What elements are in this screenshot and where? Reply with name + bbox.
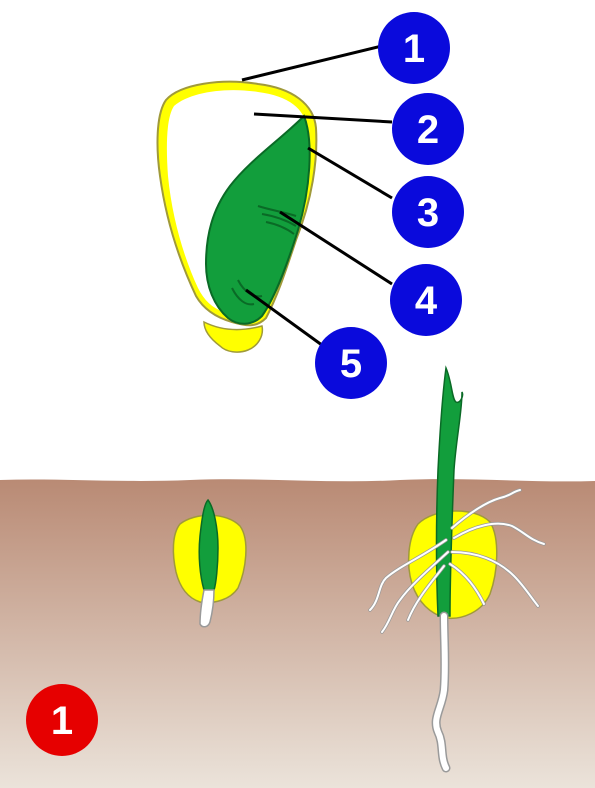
callout-label-1: 1 xyxy=(403,27,425,71)
seed-base xyxy=(204,322,262,352)
callout-badge-1: 1 xyxy=(378,12,450,84)
callout-label-5: 5 xyxy=(340,342,362,386)
callout-badge-3: 3 xyxy=(392,176,464,248)
step-badge-label: 1 xyxy=(51,699,73,743)
leader-line-4 xyxy=(280,212,392,284)
callout-label-4: 4 xyxy=(415,279,438,323)
leader-line-3 xyxy=(308,148,392,198)
callout-label-3: 3 xyxy=(417,191,439,235)
seed-cross-section xyxy=(158,82,317,352)
callout-badge-5: 5 xyxy=(315,327,387,399)
callout-label-2: 2 xyxy=(417,108,439,152)
step-badge: 1 xyxy=(26,684,98,756)
callout-badge-4: 4 xyxy=(390,264,462,336)
callout-badge-2: 2 xyxy=(392,93,464,165)
leader-line-1 xyxy=(242,46,382,80)
